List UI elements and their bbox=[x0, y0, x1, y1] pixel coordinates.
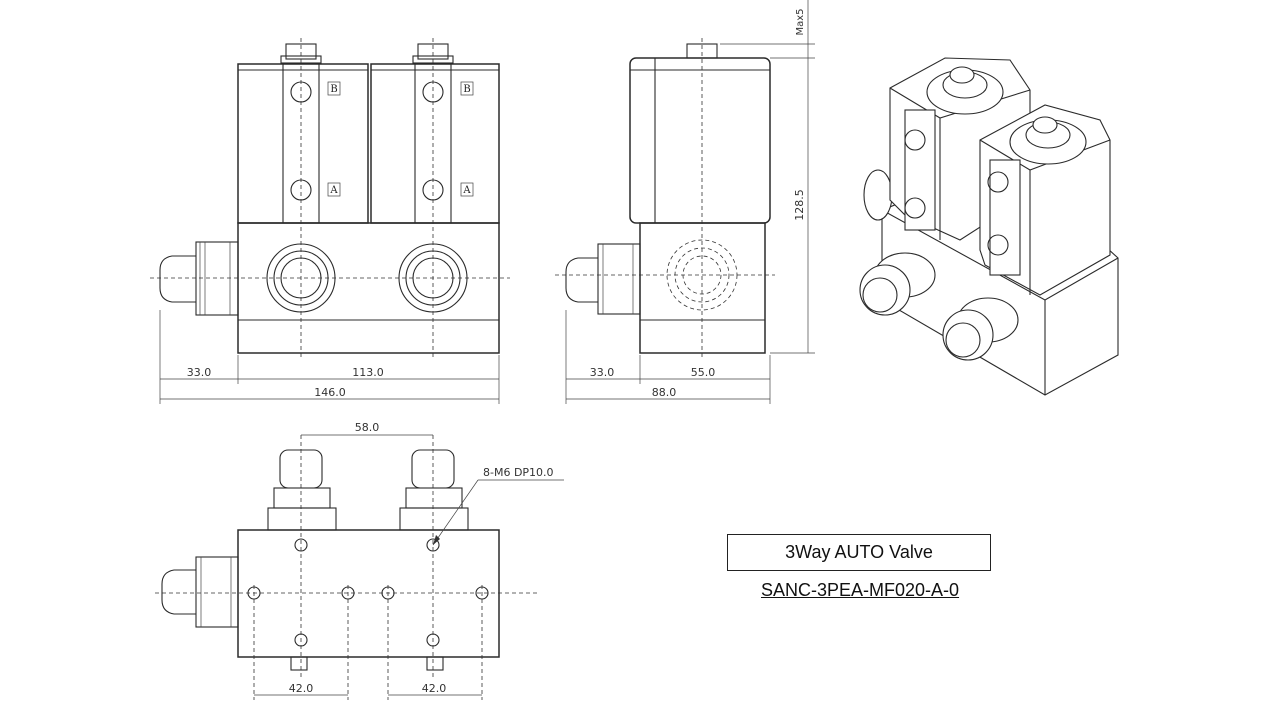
port-label-b2: B bbox=[463, 84, 470, 95]
dim-front-113: 113.0 bbox=[352, 366, 384, 379]
dim-side-88: 88.0 bbox=[652, 386, 677, 399]
dim-side-height: 128.5 bbox=[793, 189, 806, 221]
dim-front-146: 146.0 bbox=[314, 386, 346, 399]
title-box: 3Way AUTO Valve bbox=[727, 534, 991, 571]
port-label-b1: B bbox=[330, 84, 337, 95]
port-label-a2: A bbox=[462, 185, 471, 196]
dim-bottom-42-right: 42.0 bbox=[422, 682, 447, 695]
dim-side-max: Max5 bbox=[795, 8, 806, 35]
bottom-view: 58.0 42.0 42.0 8-M6 DP10.0 bbox=[155, 421, 564, 700]
dim-side-55: 55.0 bbox=[691, 366, 716, 379]
side-view: 33.0 55.0 88.0 128.5 Max5 bbox=[555, 0, 815, 404]
front-view: B A B A 33.0 113.0 146.0 bbox=[150, 38, 510, 404]
dim-side-33: 33.0 bbox=[590, 366, 615, 379]
dim-bottom-58: 58.0 bbox=[355, 421, 380, 434]
isometric-view bbox=[859, 57, 1119, 396]
model-number: SANC-3PEA-MF020-A-0 bbox=[761, 580, 960, 600]
product-name: 3Way AUTO Valve bbox=[785, 542, 933, 562]
dim-bottom-42-left: 42.0 bbox=[289, 682, 314, 695]
port-label-a1: A bbox=[329, 185, 338, 196]
hole-callout: 8-M6 DP10.0 bbox=[483, 466, 554, 479]
dim-front-33: 33.0 bbox=[187, 366, 212, 379]
